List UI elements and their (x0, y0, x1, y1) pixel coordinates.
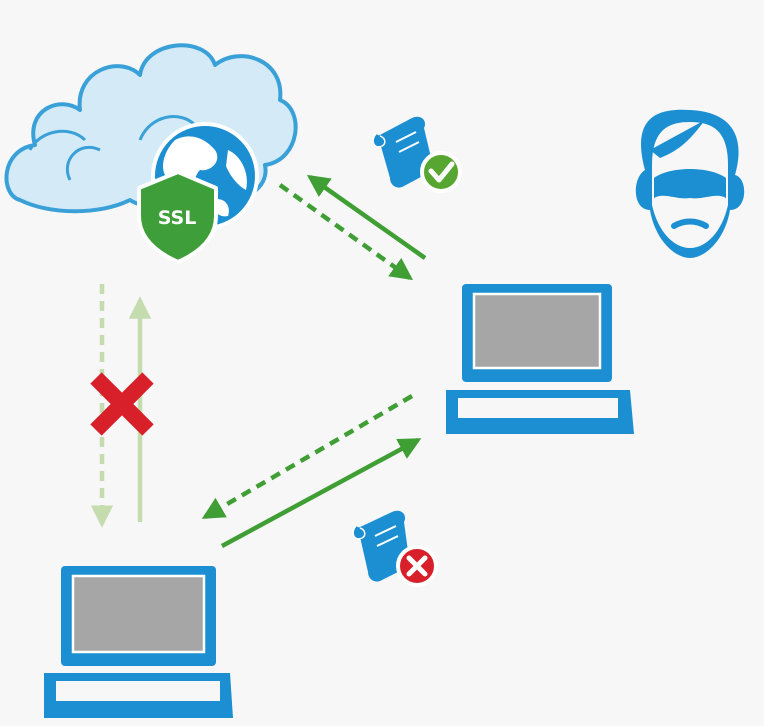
check-badge-icon (420, 151, 462, 193)
certificate-icon (372, 116, 434, 188)
ssl-badge-label: SSL (158, 207, 197, 229)
arrow-dashed (278, 183, 414, 281)
shield-icon: SSL (137, 170, 218, 264)
arrow-solid (220, 438, 422, 548)
arrow-dashed (201, 394, 414, 519)
arrow-solid (306, 174, 427, 260)
blocked-x-icon (90, 372, 154, 436)
laptop-icon (44, 566, 233, 718)
hacker-icon (635, 109, 745, 259)
error-badge-icon (396, 545, 438, 587)
laptop-icon (446, 284, 634, 434)
